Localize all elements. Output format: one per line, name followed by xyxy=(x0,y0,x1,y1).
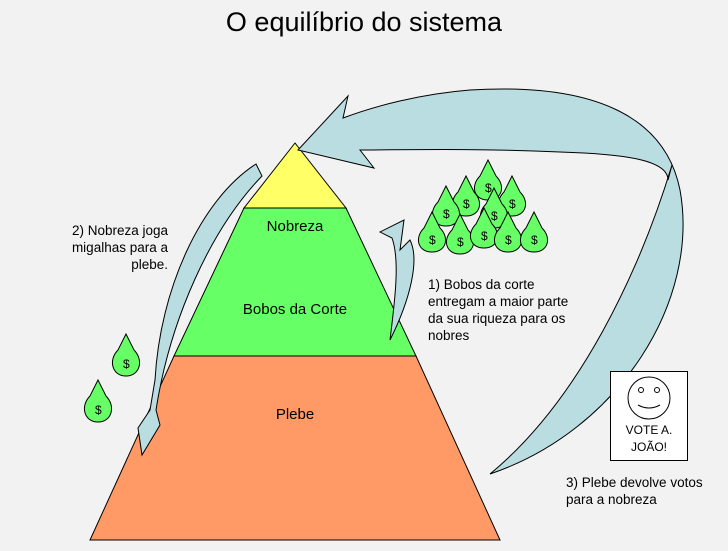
pyramid-label-bobos: Bobos da Corte xyxy=(242,301,348,318)
money-bags-cluster xyxy=(417,158,549,255)
dollar-sign-icon: $ xyxy=(123,357,130,371)
dollar-sign-icon: $ xyxy=(95,403,102,417)
dollar-sign-icon: $ xyxy=(509,197,516,211)
money-bag-icon xyxy=(111,332,141,377)
money-bag-icon xyxy=(519,210,549,253)
money-bags-left xyxy=(83,332,141,423)
money-bag-icon xyxy=(417,210,447,253)
dollar-sign-icon: $ xyxy=(463,197,470,211)
arrow-votes-to-nobreza xyxy=(297,88,684,475)
note-plebe-devolve: 3) Plebe devolve votos para a nobreza xyxy=(566,475,703,507)
dollar-sign-icon: $ xyxy=(505,233,512,247)
money-bag-icon xyxy=(493,210,523,253)
dollar-sign-icon: $ xyxy=(443,207,450,221)
dollar-sign-icon: $ xyxy=(429,233,436,247)
money-bag-icon xyxy=(431,184,461,227)
note-bobos-entregam: 1) Bobos da corte entregam a maior parte… xyxy=(428,277,569,343)
pyramid-label-nobreza: Nobreza xyxy=(266,218,324,235)
money-bag-icon xyxy=(451,174,481,217)
smiley-face-icon xyxy=(627,376,671,420)
dollar-sign-icon: $ xyxy=(531,233,538,247)
money-symbols: $ $ $ $ $ $ $ $ $ $ $ $ xyxy=(95,181,538,417)
dollar-sign-icon: $ xyxy=(481,229,488,243)
vote-sign: VOTE A. JOÃO! xyxy=(610,371,688,461)
page-title: O equilíbrio do sistema xyxy=(225,7,503,37)
dollar-sign-icon: $ xyxy=(491,209,498,223)
money-bag-icon xyxy=(469,206,499,249)
dollar-sign-icon: $ xyxy=(457,235,464,249)
pyramid-plebe xyxy=(89,355,501,541)
note-nobreza-joga: 2) Nobreza joga migalhas para a plebe. xyxy=(71,223,168,272)
pyramid-label-plebe: Plebe xyxy=(275,406,315,423)
arrow-migalhas-to-plebe xyxy=(137,163,263,457)
dollar-sign-icon: $ xyxy=(485,181,492,195)
vote-text: VOTE A. JOÃO! xyxy=(625,423,673,454)
pyramid-nobreza xyxy=(242,142,348,209)
money-bag-icon xyxy=(83,378,113,423)
arrow-bobos-to-nobreza xyxy=(378,219,415,341)
